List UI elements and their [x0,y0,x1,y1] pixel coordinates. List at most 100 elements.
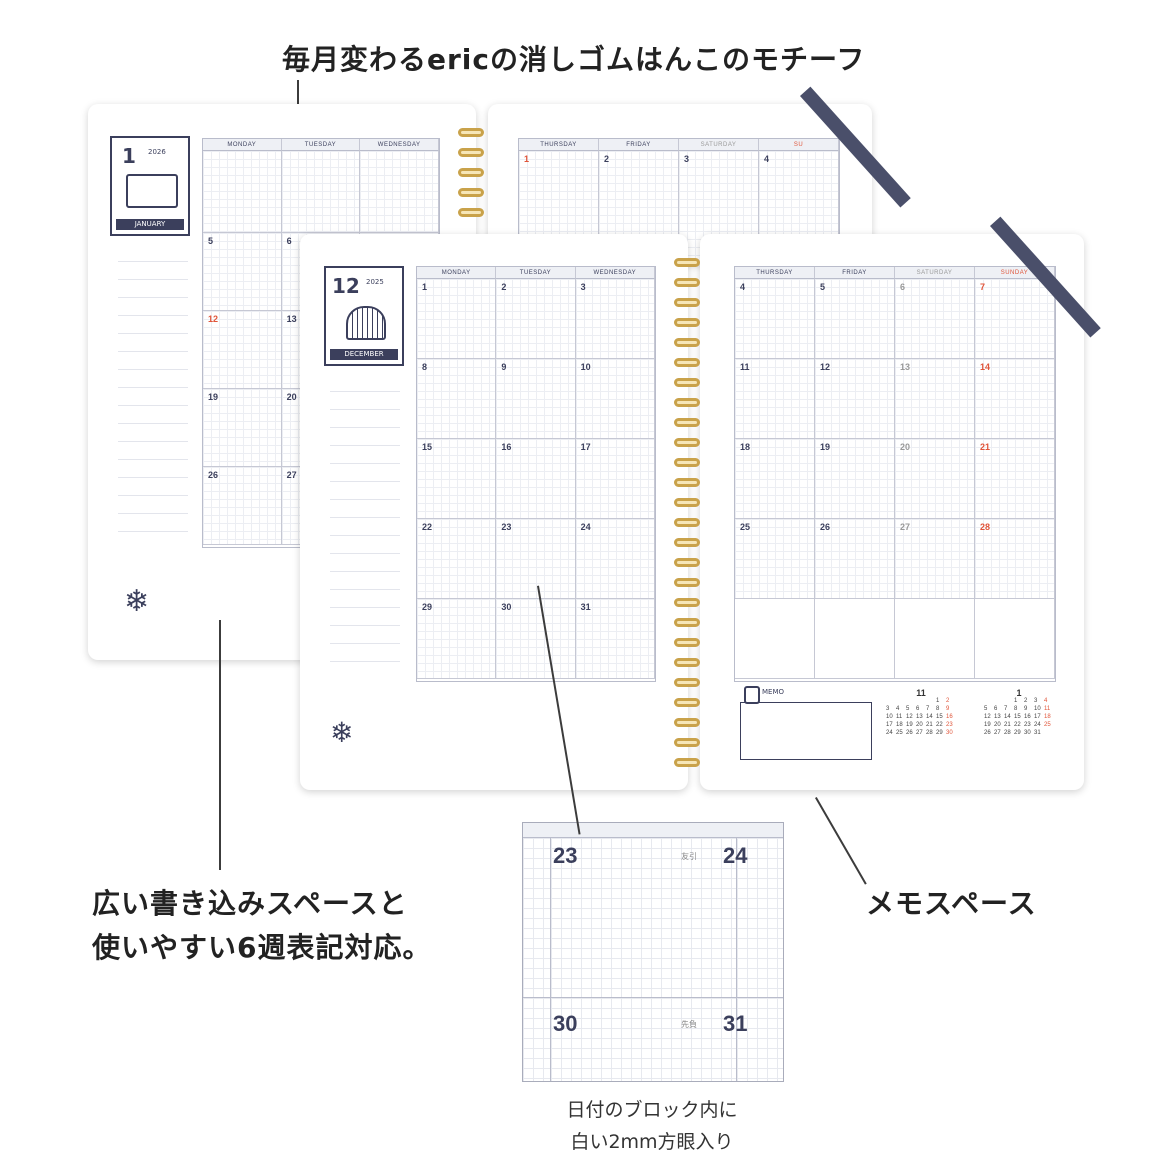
mini-cal-day [1004,698,1014,704]
month-year: 2025 [366,278,384,286]
zoom-date-top: 23 [553,843,578,868]
mini-cal-day: 9 [1024,706,1028,712]
day-cell: 2 [496,279,576,359]
mini-cal-day: 2 [1024,698,1028,704]
mini-cal-day: 7 [926,706,930,712]
mini-cal-day: 14 [1004,714,1011,720]
spiral-ring [674,538,700,547]
mini-cal-day: 18 [896,722,903,728]
mini-cal-day: 13 [916,714,923,720]
spiral-ring [674,638,700,647]
mini-cal-day: 23 [1024,722,1031,728]
day-cell: 26 [815,519,895,599]
zoom-detail: 23 友引 24 30 先負 31 [522,822,784,1082]
day-cell: 18 [735,439,815,519]
mini-cal-day: 1 [936,698,940,704]
day-header: THURSDAY [735,267,815,279]
month-number: 1 [122,144,136,168]
day-cell: 15 [417,439,497,519]
mini-cal-day: 27 [994,730,1001,736]
stamp-bell-icon [281,151,361,233]
day-cell: 8 [417,359,497,439]
mini-cal-day [886,698,896,704]
zoom-date-top-next: 24 [723,843,748,868]
day-header: SATURDAY [895,267,975,279]
day-header: MONDAY [417,267,497,279]
candle-stamp-icon: ❄ [330,716,354,749]
day-header: THURSDAY [519,139,599,151]
caption-writing-space-line1: 広い書き込みスペースと [92,887,408,920]
mini-cal-day: 8 [936,706,940,712]
mini-cal-day: 3 [1034,698,1038,704]
month-name: JANUARY [116,219,184,230]
day-cell: 22 [417,519,497,599]
mini-cal-day: 19 [906,722,913,728]
front-left-page: 12 2025 DECEMBER ❄ MONDAY TUESDAY WEDNES… [300,234,688,790]
mini-cal-day: 30 [1024,730,1031,736]
mini-cal-day: 21 [926,722,933,728]
mini-cal-day: 15 [1014,714,1021,720]
spiral-ring [674,338,700,347]
day-cell: 11 [735,359,815,439]
mini-cal-day: 31 [1034,730,1041,736]
spiral-ring [674,438,700,447]
mini-cal-day: 30 [946,730,953,736]
day-cell: 1 [417,279,497,359]
mini-cal-day: 29 [936,730,943,736]
spiral-ring [674,478,700,487]
day-cell: 28 [975,519,1055,599]
spiral-ring [674,298,700,307]
zoom-rokuyo-top: 友引 [681,852,697,861]
mini-cal-day: 8 [1014,706,1018,712]
mini-cal-day: 24 [1034,722,1041,728]
day-header: SATURDAY [679,139,759,151]
month-number: 12 [332,274,360,298]
mini-cal-day: 20 [994,722,1001,728]
mini-cal-day: 12 [906,714,913,720]
zoom-date-bottom: 30 [553,1011,578,1036]
mini-cal-day: 3 [886,706,890,712]
day-cell: 27 [895,519,975,599]
mini-cal-day [916,698,926,704]
mini-cal-day: 28 [1004,730,1011,736]
spiral-ring [674,398,700,407]
memo-label: MEMO [762,688,785,696]
mini-cal-day: 28 [926,730,933,736]
spiral-ring [674,378,700,387]
spiral-ring [674,358,700,367]
day-cell: 13 [895,359,975,439]
day-cell: 19 [203,389,282,467]
mini-cal-day: 5 [984,706,988,712]
spiral-ring [674,738,700,747]
zoom-left-cell [523,838,551,1081]
mini-cal-day: 13 [994,714,1001,720]
mini-cal-day: 16 [1024,714,1031,720]
mini-cal-day: 9 [946,706,950,712]
month-stamp-january: 1 2026 JANUARY [110,136,190,236]
spiral-ring [674,618,700,627]
day-cell: 26 [203,467,282,545]
day-cell: 19 [815,439,895,519]
mini-cal-day: 1 [1014,698,1018,704]
mini-cal-day: 10 [886,714,893,720]
spiral-ring [674,698,700,707]
mini-cal-day: 4 [896,706,900,712]
pointer-line-memo [815,797,867,885]
spiral-ring [674,558,700,567]
mini-cal-day: 12 [984,714,991,720]
zoom-rokuyo-bottom: 先負 [681,1020,697,1029]
mini-cal-day: 24 [886,730,893,736]
spiral-ring [674,458,700,467]
caption-writing-space-line2: 使いやすい6週表記対応。 [92,931,432,964]
mini-cal-day: 19 [984,722,991,728]
mini-cal-day: 6 [994,706,998,712]
mini-cal-day: 11 [1044,706,1051,712]
caption-memo-space: メモスペース [866,887,1037,920]
day-cell: 29 [417,599,497,679]
mini-cal-day: 4 [1044,698,1048,704]
day-cell: 12 [203,311,282,389]
front-right-page: THURSDAY FRIDAY SATURDAY SUNDAY 4 5 6 7 … [700,234,1084,790]
stamp-holly-icon [735,599,815,679]
month-year: 2026 [148,148,166,156]
